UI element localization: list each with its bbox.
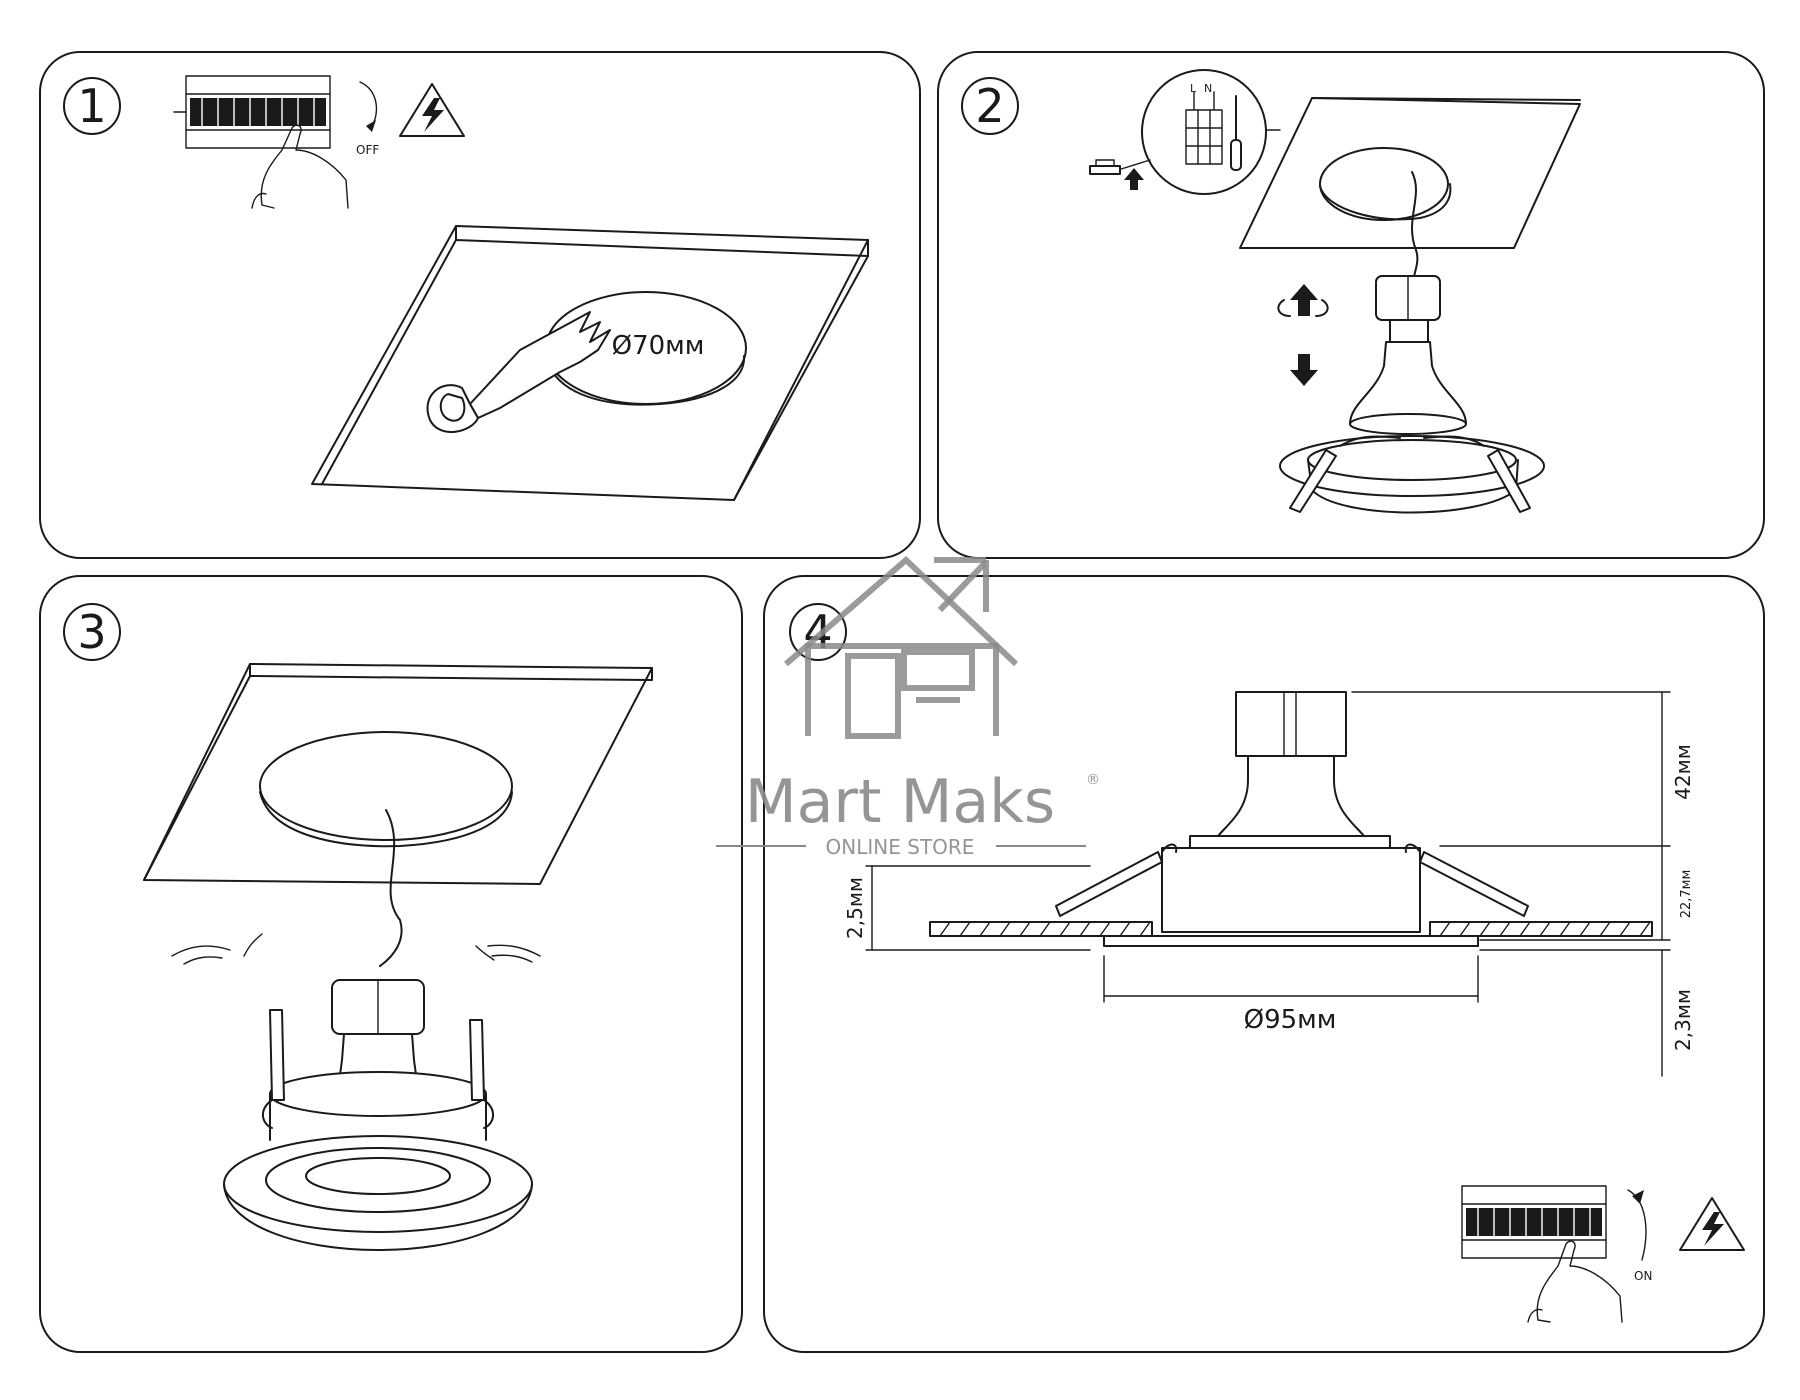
step-number-3: 3 [77, 605, 106, 659]
arrow-down-icon [1290, 354, 1318, 386]
breaker-panel-icon [173, 75, 331, 149]
ceiling-hole-2 [1319, 147, 1449, 221]
breaker-panel-icon-on [1461, 1185, 1607, 1259]
height-top-label: 42мм [1671, 744, 1695, 800]
step-badge-4: 4 [789, 603, 847, 661]
step-badge-2: 2 [961, 77, 1019, 135]
gu10-socket-4 [1235, 691, 1347, 757]
step-badge-1: 1 [63, 77, 121, 135]
hand-icon [251, 124, 349, 209]
spring-clip-right-3 [469, 1019, 485, 1101]
panel-step-3 [39, 575, 743, 1353]
height-body-label: 22,7мм [1679, 870, 1694, 919]
panel-step-4 [763, 575, 1765, 1353]
watermark-brand: Mart Maks [745, 767, 1055, 837]
wire-3 [379, 809, 403, 967]
on-label: ON [1634, 1269, 1652, 1283]
spring-clip-right [1487, 449, 1531, 513]
watermark-logo [784, 555, 1019, 739]
watermark-registered: ® [1086, 772, 1100, 788]
ceiling-hole-3 [259, 731, 513, 841]
high-voltage-warning-icon-on [1679, 1197, 1745, 1251]
connector-small-icon [1089, 159, 1121, 175]
terminal-n-label: N [1204, 82, 1212, 95]
arrow-up-icon [1124, 168, 1144, 190]
hand-icon-on [1527, 1240, 1623, 1323]
spring-clip-left [1289, 449, 1337, 513]
high-voltage-warning-icon [399, 83, 465, 137]
hole-diameter-label: Ø70мм [612, 331, 705, 361]
panel-step-1 [39, 51, 921, 559]
screwdriver-icon [1230, 95, 1242, 171]
terminal-block-icon: L N [1141, 69, 1267, 195]
rotate-arrow-icon-on [1627, 1189, 1647, 1261]
panel-step-2 [937, 51, 1765, 559]
off-label: OFF [356, 143, 379, 157]
terminal-l-label: L [1190, 82, 1197, 95]
saw-icon [426, 311, 611, 434]
fixture-flange-4 [1103, 935, 1479, 947]
fixture-ring [1279, 435, 1545, 514]
ceiling-thickness-label: 2,5мм [843, 877, 867, 939]
outer-diameter-label: Ø95мм [1244, 1005, 1337, 1035]
step-number-2: 2 [975, 79, 1004, 133]
fixture-body-4 [1161, 847, 1421, 933]
arrow-up-icon-2 [1290, 284, 1318, 316]
flange-thickness-label: 2,3мм [1671, 989, 1695, 1051]
ceiling-section [929, 921, 1653, 937]
wire [1411, 171, 1419, 279]
spring-clip-left-3 [269, 1009, 285, 1101]
rotate-arrow-icon [359, 81, 378, 127]
spring-clip-right-4 [1419, 851, 1529, 917]
step-badge-3: 3 [63, 603, 121, 661]
fixture-ring-3 [223, 1135, 533, 1251]
watermark-tagline: ONLINE STORE [826, 835, 975, 859]
lamp-bulb [1349, 341, 1467, 425]
rotate-arrow-icon-2 [1277, 299, 1291, 317]
step-number-1: 1 [77, 79, 106, 133]
spring-clip-left-4 [1055, 851, 1163, 917]
dimension-lines [865, 691, 1671, 1077]
